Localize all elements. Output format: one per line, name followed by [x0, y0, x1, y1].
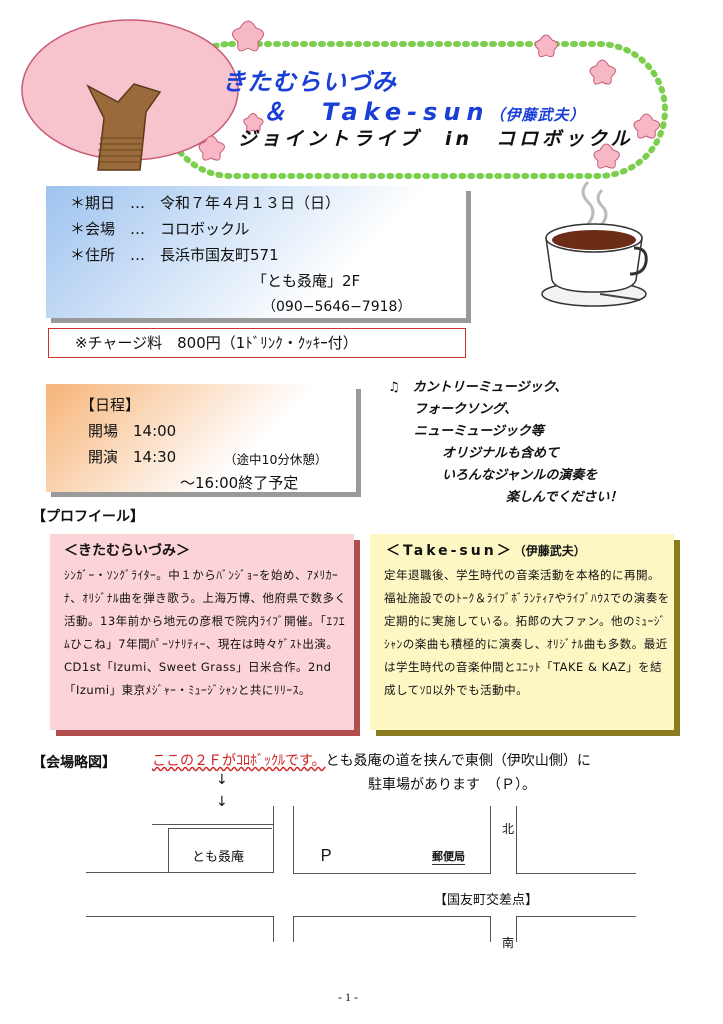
title-artist-2-realname: （伊藤武夫）	[489, 106, 586, 124]
road-line	[86, 872, 274, 873]
road-line	[490, 916, 491, 942]
coffee-cup-illustration	[541, 180, 648, 307]
event-title: ジョイントライブ in コロボックル	[238, 128, 634, 150]
schedule-heading: 【日程】	[80, 396, 141, 414]
petal-5	[593, 143, 620, 169]
road-line	[516, 916, 517, 942]
title-artist-2-name: ＆ Take-sun	[262, 98, 490, 126]
title-artist-1: きたむらいづみ	[222, 68, 397, 96]
event-info-box: ＊期日 … 令和７年４月１３日（日） ＊会場 … コロボックル ＊住所 … 長浜…	[46, 186, 466, 318]
tree-trunk	[86, 83, 162, 171]
profile-takesun-title: ＜Take-sun＞（伊藤武夫）	[386, 540, 586, 560]
profile-heading: 【プロフイール】	[32, 509, 144, 525]
road-line	[293, 873, 490, 874]
event-date: ＊期日 … 令和７年４月１３日（日）	[70, 194, 341, 212]
petal-3	[589, 59, 616, 85]
genre-line-5: いろんなジャンルの演奏を	[442, 468, 598, 483]
road-line	[293, 806, 294, 874]
genre-line-3: ニューミュージック等	[414, 424, 544, 439]
schedule-start-note: （途中10分休憩）	[224, 452, 328, 467]
genre-line-4: オリジナルも含めて	[442, 446, 560, 461]
genre-line-1: ♫ カントリーミュージック、	[388, 380, 568, 395]
south-label: 南	[502, 936, 515, 950]
profile-izumi-card: ＜きたむらいづみ＞ ｼﾝｶﾞｰ・ｿﾝｸﾞﾗｲﾀｰ。中１からﾊﾞﾝｼﾞｮｰを始め、…	[50, 534, 354, 730]
road-line	[516, 806, 517, 874]
north-label: 北	[502, 822, 515, 836]
post-office-label: 郵便局	[432, 850, 465, 865]
intersection-label: 【国友町交差点】	[434, 893, 539, 908]
profile-izumi-text: ｼﾝｶﾞｰ・ｿﾝｸﾞﾗｲﾀｰ。中１からﾊﾞﾝｼﾞｮｰを始め、ｱﾒﾘｶｰﾅ、ｵﾘｼ…	[64, 568, 347, 697]
event-address-building: 「とも叒庵」2F	[252, 272, 361, 290]
profile-takesun-realname: （伊藤武夫）	[513, 544, 586, 558]
road-line	[293, 916, 294, 942]
road-line	[490, 806, 491, 874]
petal-1	[232, 20, 264, 52]
petal-6	[198, 135, 225, 161]
road-line	[273, 806, 274, 873]
genre-line-2: フォークソング、	[414, 402, 518, 417]
genre-line-6: 楽しんでください！	[506, 490, 623, 505]
event-venue: ＊会場 … コロボックル	[70, 220, 250, 238]
building-outline-left	[168, 828, 169, 872]
road-line	[152, 824, 274, 825]
map-note-venue: ここの２Ｆがｺﾛﾎﾞｯｸﾙです。	[152, 753, 326, 769]
profile-takesun-card: ＜Take-sun＞（伊藤武夫） 定年退職後、学生時代の音楽活動を本格的に再開。…	[370, 534, 674, 730]
petal-7	[243, 113, 264, 133]
map-building-label: とも叒庵	[192, 850, 245, 865]
arrow-down-icon: ↓	[216, 772, 228, 788]
charge-fee: ※チャージ料 800円（1ﾄﾞﾘﾝｸ・ｸｯｷｰ付）	[48, 328, 466, 358]
building-outline-top	[168, 828, 272, 829]
map-heading: 【会場略図】	[32, 755, 116, 771]
title-artist-2: ＆ Take-sun（伊藤武夫）	[262, 92, 586, 127]
petal-4	[633, 113, 660, 139]
petal-2	[534, 34, 558, 58]
map-note: ここの２Ｆがｺﾛﾎﾞｯｸﾙです。とも叒庵の道を挟んで東側（伊吹山側）に	[152, 750, 591, 770]
road-line	[516, 916, 636, 917]
map-note-parking: とも叒庵の道を挟んで東側（伊吹山側）に	[325, 753, 591, 769]
schedule-start: 開演 14:30	[88, 448, 177, 466]
event-address: ＊住所 … 長浜市国友町571	[70, 246, 279, 264]
map-note-parking-2: 駐車場があります （Ｐ）。	[368, 777, 536, 793]
road-line	[273, 916, 274, 942]
profile-izumi-title: ＜きたむらいづみ＞	[64, 543, 190, 559]
road-line	[516, 873, 636, 874]
parking-label: Ｐ	[318, 846, 335, 865]
schedule-open: 開場 14:00	[88, 422, 177, 440]
arrow-down-icon-2: ↓	[216, 794, 228, 810]
road-line	[293, 916, 490, 917]
page-number: - 1 -	[338, 990, 358, 1004]
profile-takesun-name: ＜Take-sun＞	[386, 543, 514, 559]
schedule-end: 〜16:00終了予定	[180, 474, 299, 492]
road-line	[86, 916, 274, 917]
event-phone: （090−5646−7918）	[262, 299, 412, 315]
profile-takesun-text: 定年退職後、学生時代の音楽活動を本格的に再開。福祉施設でのﾄｰｸ＆ﾗｲﾌﾞﾎﾞﾗ…	[384, 568, 670, 697]
banner-illustration	[21, 19, 668, 179]
schedule-box: 【日程】 開場 14:00 開演 14:30 （途中10分休憩） 〜16:00終…	[46, 384, 356, 492]
